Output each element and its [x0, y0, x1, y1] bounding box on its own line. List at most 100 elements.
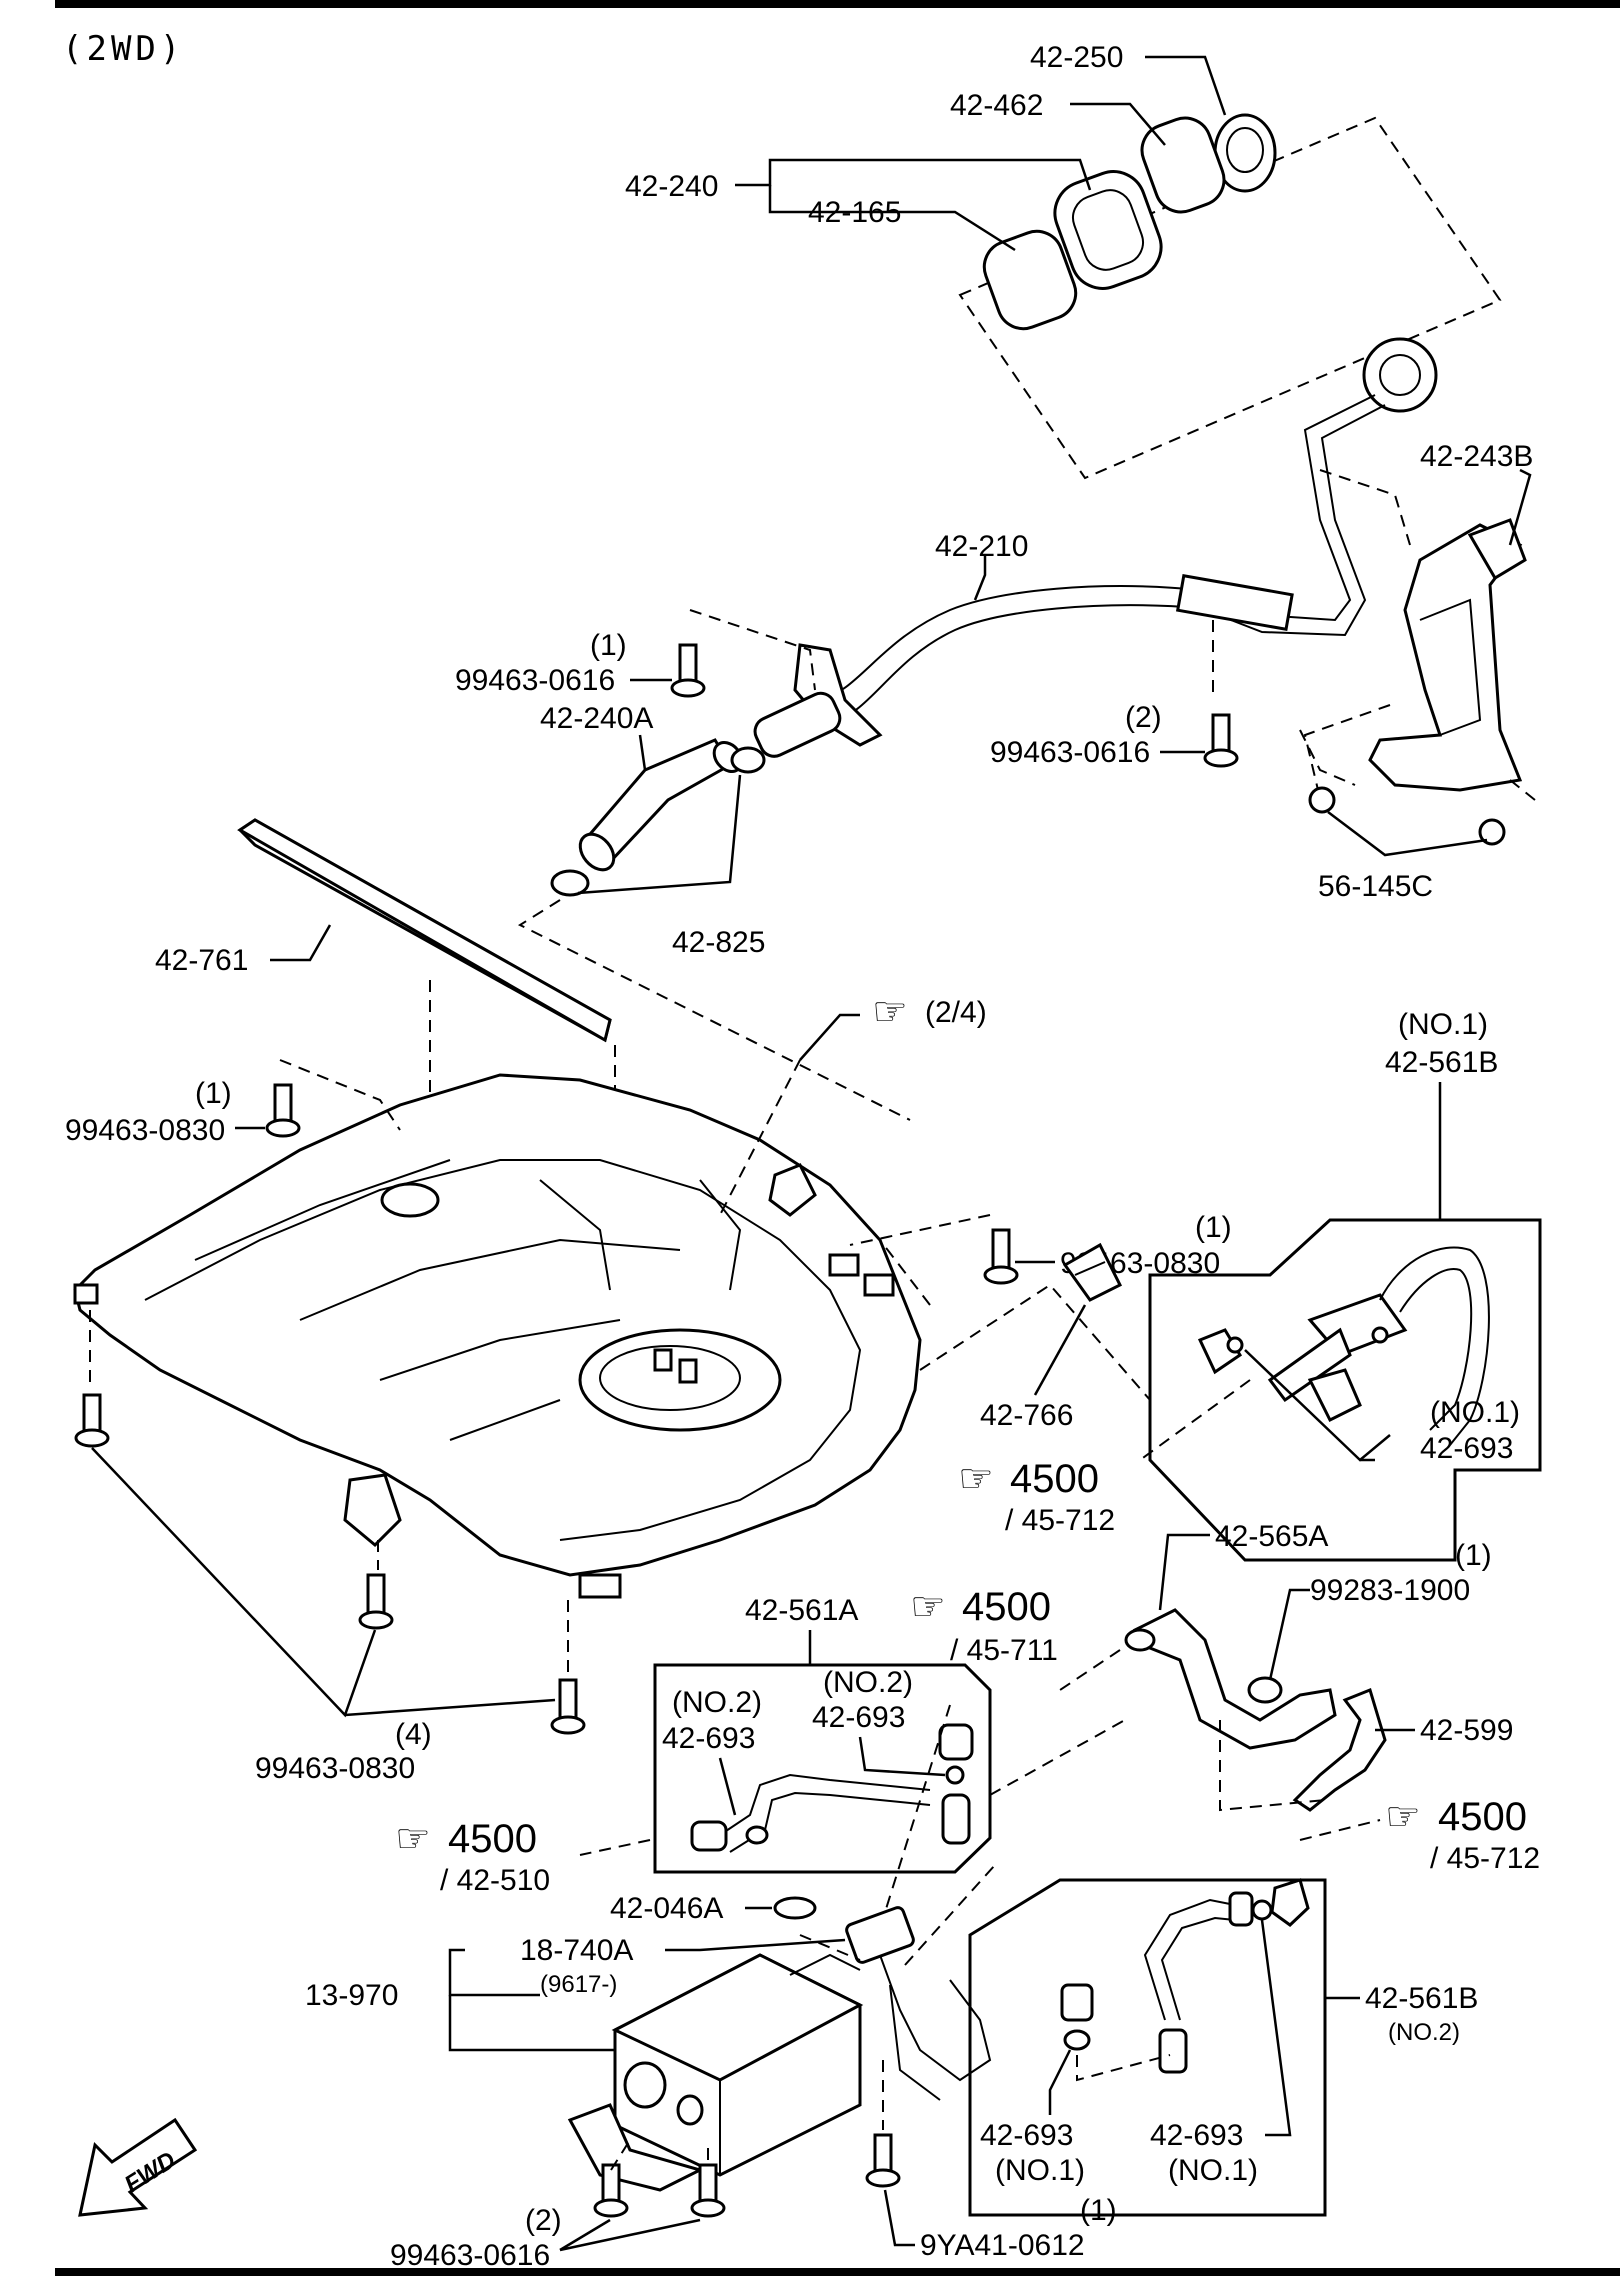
connector-42-693-no2-a	[690, 1820, 728, 1852]
label-qty-1-a: (1)	[590, 629, 627, 662]
box-42-561B-no1	[1148, 1218, 1542, 1562]
ref-pointer-hand-a: ☞	[872, 990, 908, 1034]
label-42-240: 42-240	[625, 170, 718, 203]
label-no1-c: (NO.1)	[995, 2154, 1085, 2187]
label-9617: (9617-)	[540, 1971, 617, 1998]
label-42-046A: 42-046A	[610, 1892, 723, 1925]
label-ref-4500-a: 4500	[1010, 1457, 1099, 1501]
pipe-bracket	[1175, 573, 1294, 632]
label-ref-4500-d: 4500	[448, 1817, 537, 1861]
label-42-693-d: 42-693	[980, 2119, 1073, 2152]
label-42-561A: 42-561A	[745, 1594, 858, 1627]
hose-42-565A	[1124, 1608, 1337, 1750]
tank-bracket-lower	[343, 1473, 402, 1548]
filler-cap-group	[958, 113, 1502, 480]
bolt-99463-0616-b	[1203, 713, 1239, 768]
label-no2-b: (NO.2)	[823, 1666, 913, 1699]
label-99463-0616-b: 99463-0616	[990, 736, 1150, 769]
fuel-tank	[73, 1073, 922, 1599]
label-42-693-c: 42-693	[812, 1701, 905, 1734]
bolt-99463-0830-a	[265, 1083, 301, 1138]
ref-pointer-hand-b: ☞	[958, 1457, 994, 1501]
label-42-240A: 42-240A	[540, 702, 653, 735]
connector-42-693-no2-b	[938, 1723, 974, 1761]
label-9YA41-0612: 9YA41-0612	[920, 2229, 1085, 2262]
variant-header: (2WD)	[62, 29, 184, 69]
label-99463-0830-a: 99463-0830	[65, 1114, 225, 1147]
fwd-arrow: FWD	[78, 2117, 198, 2217]
bottom-border	[55, 2268, 1620, 2276]
label-56-145C: 56-145C	[1318, 870, 1433, 903]
label-42-462: 42-462	[950, 89, 1043, 122]
label-99463-0616-a: 99463-0616	[455, 664, 615, 697]
bolts-99463-0830-lower	[74, 1393, 586, 1735]
label-42-243B: 42-243B	[1420, 440, 1533, 473]
label-42-210: 42-210	[935, 530, 1028, 563]
washer-42-046A	[773, 1896, 817, 1920]
label-ref-4500-b: 4500	[962, 1585, 1051, 1629]
label-qty-1-e: (1)	[1080, 2194, 1117, 2227]
label-ref-45-712-a: / 45-712	[1005, 1504, 1115, 1537]
heat-shield-group	[1299, 469, 1536, 801]
hose-clamp-upper	[730, 746, 766, 774]
box-42-561B-no2	[968, 1878, 1327, 2217]
hose-42-240A	[550, 738, 766, 897]
label-99283-1900: 99283-1900	[1310, 1574, 1470, 1607]
label-ref-45-712-b: / 45-712	[1430, 1842, 1540, 1875]
pipe-end	[753, 691, 842, 758]
bolt-99463-0830-b	[983, 1228, 1019, 1285]
top-border	[55, 0, 1620, 8]
label-qty-1-b: (1)	[195, 1077, 232, 1110]
label-42-250: 42-250	[1030, 41, 1123, 74]
label-qty-1-c: (1)	[1195, 1211, 1232, 1244]
label-99463-0616-c: 99463-0616	[390, 2239, 550, 2272]
label-no2-a: (NO.2)	[672, 1686, 762, 1719]
label-42-761: 42-761	[155, 944, 248, 977]
label-18-740A: 18-740A	[520, 1934, 633, 1967]
label-ref-4500-c: 4500	[1438, 1795, 1527, 1839]
label-qty-2-a: (2)	[1125, 701, 1162, 734]
label-qty-2-b: (2)	[525, 2204, 562, 2237]
clip-42-599	[1292, 1687, 1387, 1812]
label-42-825: 42-825	[672, 926, 765, 959]
label-42-565A: 42-565A	[1215, 1520, 1328, 1553]
label-ref-45-711: / 45-711	[950, 1634, 1058, 1667]
label-no1-a: (NO.1)	[1398, 1008, 1488, 1041]
vent-hose-42-561A	[690, 1723, 974, 1853]
hose-clamp-99283-1900	[1247, 1676, 1283, 1704]
label-ref-2-4: (2/4)	[925, 996, 987, 1029]
hose-clamp-lower	[550, 869, 590, 897]
pipe-mount-bracket	[793, 643, 883, 747]
label-qty-1-d: (1)	[1455, 1539, 1492, 1572]
label-42-561B-a: 42-561B	[1385, 1046, 1498, 1079]
label-no1-d: (NO.1)	[1168, 2154, 1258, 2187]
ref-pointer-hand-d: ☞	[395, 1817, 431, 1861]
ref-pointer-hand-c: ☞	[910, 1585, 946, 1629]
filler-neck	[1362, 337, 1438, 413]
filler-pipe-group	[753, 337, 1438, 758]
vent-valve-42-561B-no1	[1197, 1246, 1490, 1446]
connector-42-693-no1-c	[1060, 1983, 1094, 2022]
label-13-970: 13-970	[305, 1979, 398, 2012]
vent-hose-42-561B-no2	[1060, 1878, 1310, 2074]
label-ref-42-510: / 42-510	[440, 1864, 550, 1897]
label-42-693-a: 42-693	[1420, 1432, 1513, 1465]
clips-56-145C	[1308, 786, 1506, 846]
clip-42-766	[1062, 1242, 1123, 1302]
label-qty-4: (4)	[395, 1718, 432, 1751]
label-99463-0830-c: 99463-0830	[255, 1752, 415, 1785]
label-42-693-e: 42-693	[1150, 2119, 1243, 2152]
ref-pointer-hand-e: ☞	[1385, 1795, 1421, 1839]
box-42-561A	[653, 1663, 992, 1874]
label-42-599: 42-599	[1420, 1714, 1513, 1747]
canister-port-a	[623, 2061, 667, 2109]
label-42-766: 42-766	[980, 1399, 1073, 1432]
label-no1-b: (NO.1)	[1430, 1396, 1520, 1429]
bolts-99463-0616-c	[593, 2163, 726, 2218]
label-42-165: 42-165	[808, 196, 901, 229]
protector-strip-42-761	[237, 818, 612, 1043]
label-42-561B-b: 42-561B	[1365, 1982, 1478, 2015]
valve-18-740A	[845, 1906, 915, 1964]
label-42-693-b: 42-693	[662, 1722, 755, 1755]
